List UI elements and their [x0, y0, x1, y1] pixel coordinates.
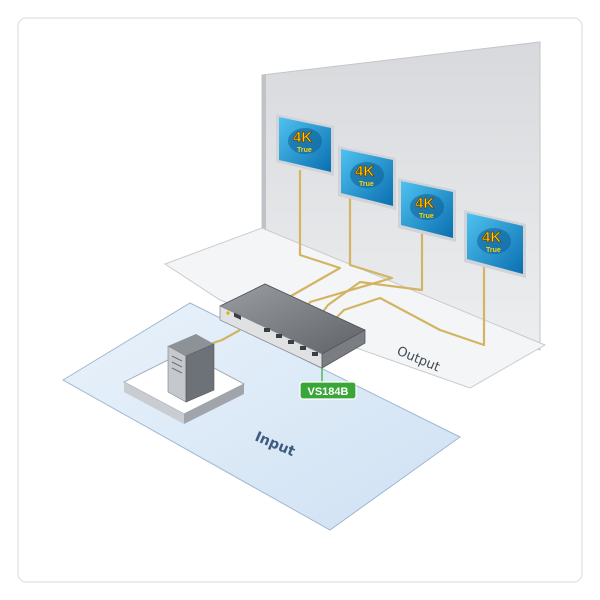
- display-3-badge-main: 4K: [415, 195, 434, 212]
- display-1-badge-sub: True: [297, 147, 312, 154]
- display-4-badge-main: 4K: [482, 229, 501, 246]
- badge-4k-icon: 4K True: [350, 162, 384, 188]
- display-4: 4K True: [464, 210, 526, 278]
- display-1: 4K True: [276, 114, 334, 176]
- display-4-badge-sub: True: [486, 247, 501, 254]
- port-icons: [234, 312, 318, 356]
- display-1-badge-main: 4K: [293, 129, 312, 146]
- device-model-label: VS184B: [308, 386, 349, 398]
- model-tag: VS184B: [299, 368, 357, 400]
- output-floor: [163, 227, 547, 389]
- cable-input: [209, 329, 241, 346]
- splitter-device: [219, 283, 366, 369]
- badge-4k-icon: 4K True: [410, 194, 444, 220]
- cable-4: [327, 252, 486, 347]
- display-3-badge-sub: True: [419, 213, 434, 220]
- badge-4k-icon: 4K True: [288, 128, 322, 154]
- input-floor: [62, 302, 461, 531]
- badge-4k-icon: 4K True: [477, 228, 511, 254]
- power-led-icon: [226, 311, 230, 315]
- display-3: 4K True: [398, 178, 456, 242]
- display-2-badge-main: 4K: [355, 163, 374, 180]
- pc-tower-icon: [168, 334, 214, 356]
- display-2-badge-sub: True: [359, 181, 374, 188]
- source-computer: [122, 334, 246, 424]
- display-2: 4K True: [338, 146, 396, 210]
